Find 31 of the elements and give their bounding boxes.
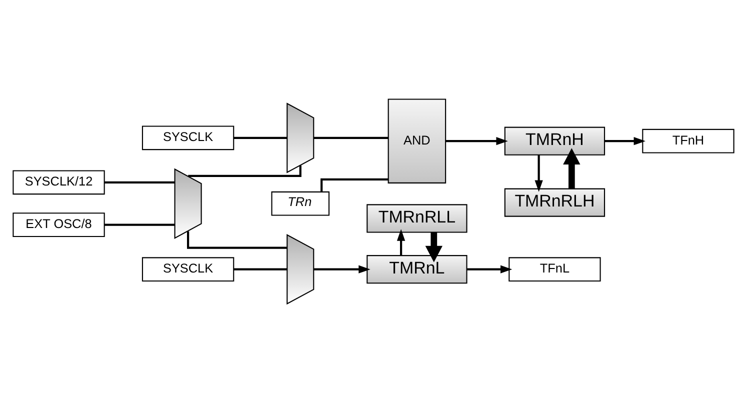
node-box: SYSCLK/12	[12, 170, 105, 195]
connector	[104, 224, 175, 226]
node-box: SYSCLK	[142, 257, 234, 282]
node-box: TFnH	[642, 128, 734, 154]
node-box: TRn	[271, 191, 330, 216]
node-trapezoid	[286, 102, 314, 174]
arrow	[314, 265, 370, 274]
connector	[188, 166, 302, 177]
arrow	[563, 148, 580, 189]
arrow	[396, 229, 406, 256]
arrow	[446, 137, 508, 146]
connector	[234, 136, 287, 139]
arrow	[425, 232, 442, 262]
node-box: EXT OSC/8	[12, 212, 105, 237]
node-box: TMRnRLH	[504, 188, 606, 217]
node-trapezoid	[286, 234, 314, 305]
node-box: SYSCLK	[142, 126, 234, 150]
arrow	[604, 137, 646, 146]
arrow	[534, 155, 543, 192]
node-box: AND	[388, 98, 446, 184]
node-box: TMRnRLL	[366, 204, 468, 233]
connector	[104, 181, 175, 184]
node-box: TMRnL	[366, 255, 468, 284]
connector	[234, 268, 287, 270]
connector	[320, 178, 388, 192]
node-box: TFnL	[508, 257, 601, 282]
arrow	[467, 265, 512, 274]
node-box: TMRnH	[504, 126, 606, 156]
connector	[314, 136, 388, 139]
connector	[187, 231, 288, 249]
node-trapezoid	[174, 168, 202, 239]
